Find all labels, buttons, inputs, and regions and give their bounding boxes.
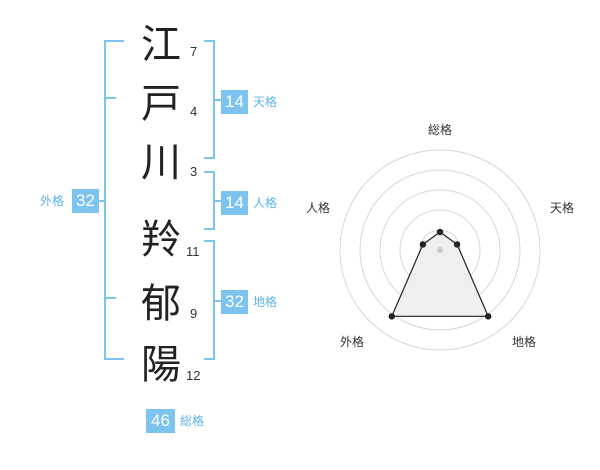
tenkaku-badge: 14 xyxy=(221,90,248,114)
bracket-mark-2 xyxy=(104,297,116,299)
stroke-count-2: 4 xyxy=(190,104,198,119)
jinkaku-tick xyxy=(213,200,221,202)
stroke-count-3: 3 xyxy=(190,164,198,179)
tenkaku-tick xyxy=(213,99,221,101)
radar-point-2 xyxy=(453,241,461,248)
jinkaku-label: 人格 xyxy=(253,196,278,210)
name-char-5: 郁 xyxy=(141,281,181,327)
radar-shape xyxy=(390,231,490,317)
radar-ring xyxy=(339,149,541,351)
radar-center-dot xyxy=(437,247,443,253)
name-char-2: 戸 xyxy=(141,81,181,127)
gaikaku-tick xyxy=(98,200,106,202)
radar-label-chikaku: 地格 xyxy=(512,334,536,349)
soukaku-badge: 46 xyxy=(146,409,175,433)
name-char-1: 江 xyxy=(141,22,181,68)
radar-point-5 xyxy=(419,241,427,248)
radar-point-1 xyxy=(436,228,444,236)
name-char-6: 陽 xyxy=(141,342,181,388)
radar-label-jinkaku: 人格 xyxy=(306,200,330,215)
chikaku-badge: 32 xyxy=(221,290,248,314)
soukaku-label: 総格 xyxy=(180,414,205,428)
name-char-4: 羚 xyxy=(141,217,181,263)
radar-label-soukaku: 総格 xyxy=(428,122,452,137)
chikaku-label: 地格 xyxy=(253,295,278,309)
radar-point-3 xyxy=(484,313,492,320)
chikaku-tick xyxy=(213,300,221,302)
stroke-count-6: 12 xyxy=(186,368,201,383)
name-char-3: 川 xyxy=(141,140,181,186)
bracket-mark-1 xyxy=(104,97,116,99)
tenkaku-label: 天格 xyxy=(253,95,278,109)
gaikaku-label: 外格 xyxy=(40,194,65,208)
jinkaku-badge: 14 xyxy=(221,191,248,215)
radar-label-tenkaku: 天格 xyxy=(550,200,574,215)
radar-ring xyxy=(359,169,521,331)
radar-point-4 xyxy=(388,313,396,320)
gaikaku-badge: 32 xyxy=(72,189,99,213)
radar-label-gaikaku: 外格 xyxy=(340,334,364,349)
stroke-count-4: 11 xyxy=(186,244,200,259)
stroke-count-5: 9 xyxy=(190,306,198,321)
stroke-count-1: 7 xyxy=(190,44,198,59)
